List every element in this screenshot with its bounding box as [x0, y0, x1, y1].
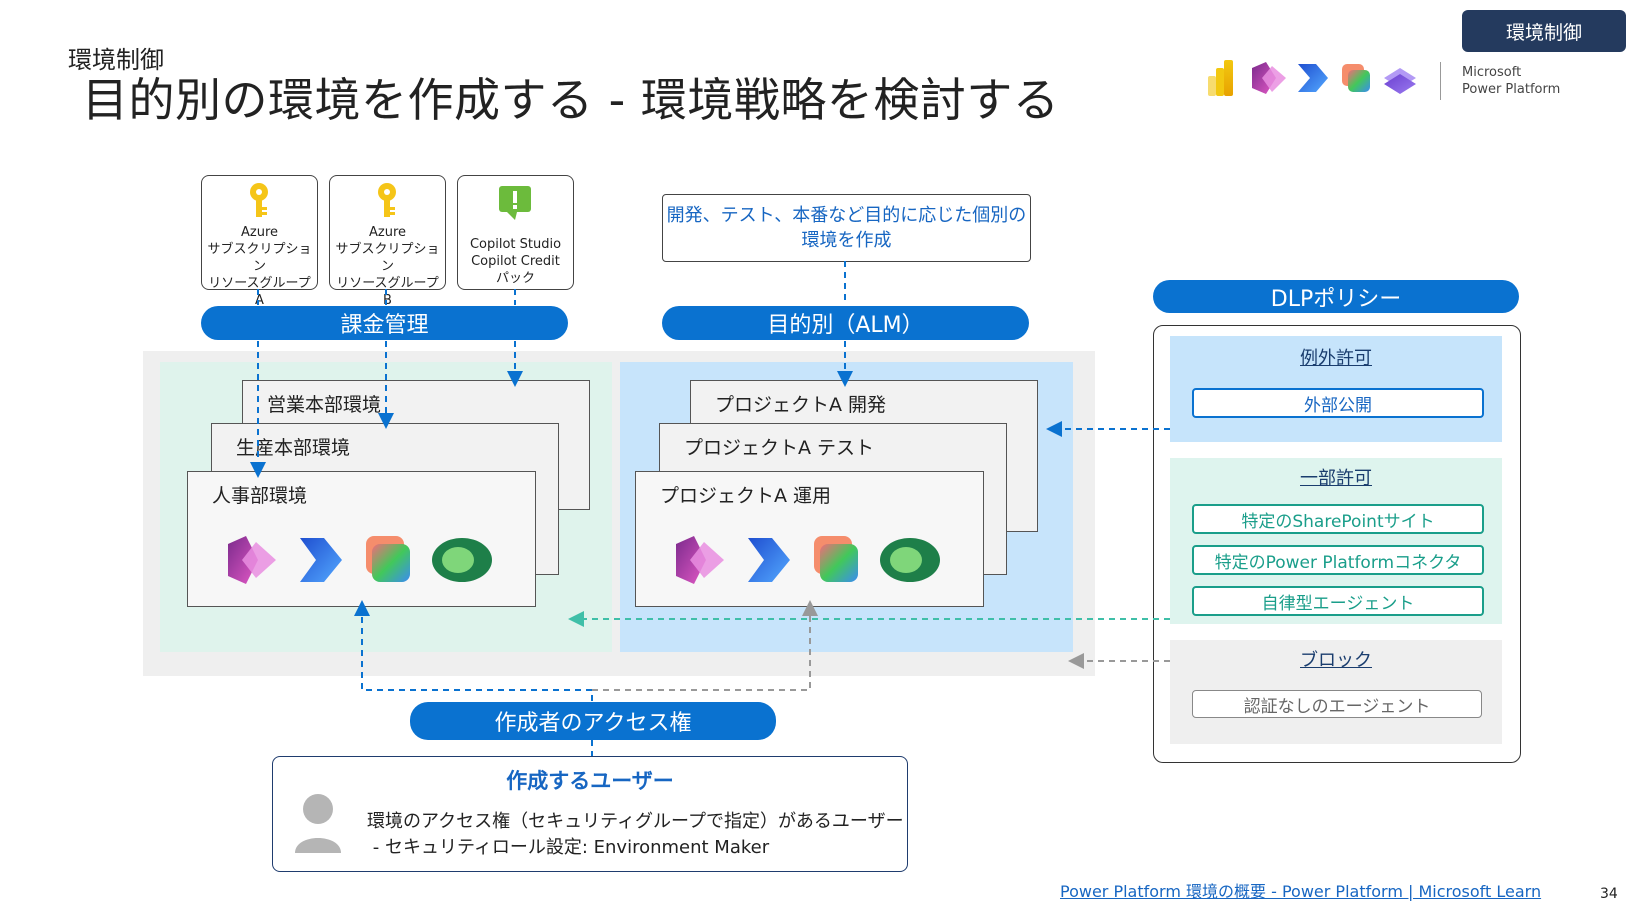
billing-card-a: Azure サブスクリプション リソースグループ A	[201, 175, 318, 308]
arrow-access-to-left	[354, 600, 593, 701]
power-apps-icon	[676, 536, 724, 584]
power-bi-icon	[1208, 60, 1233, 96]
env-card-label: 営業本部環境	[267, 394, 382, 416]
dlp-zone-label: 一部許可	[1300, 468, 1372, 489]
alm-callout-line: 開発、テスト、本番など目的に応じた個別の	[666, 205, 1027, 226]
creator-user-desc-2: - セキュリティロール設定: Environment Maker	[367, 837, 770, 858]
arrow-access-to-right	[592, 600, 818, 691]
dlp-zone-exception: 例外許可 外部公開	[1170, 336, 1502, 442]
page-subtitle: 環境制御	[68, 46, 164, 74]
env-card-label: プロジェクトA 運用	[660, 485, 832, 507]
billing-card-line: リソースグループ A	[208, 276, 311, 308]
dlp-rule-sharepoint: 特定のSharePointサイト	[1192, 504, 1484, 534]
dlp-rule-unauthenticated-agent: 認証なしのエージェント	[1192, 690, 1482, 718]
copilot-studio-icon	[366, 536, 410, 582]
dlp-zone-partial: 一部許可 特定のSharePointサイト 特定のPower Platformコ…	[1170, 458, 1502, 624]
power-automate-icon	[748, 538, 790, 582]
alert-icon	[499, 186, 531, 220]
dlp-rule-autonomous-agent: 自律型エージェント	[1192, 586, 1484, 616]
billing-card-line: Azure	[240, 225, 278, 240]
env-card-label: 生産本部環境	[236, 437, 351, 459]
user-icon	[295, 794, 341, 853]
power-automate-icon	[1298, 64, 1328, 92]
dataverse-icon	[432, 538, 492, 582]
billing-card-line: Copilot Credit	[471, 254, 560, 269]
section-badge: 環境制御	[1462, 10, 1626, 52]
billing-card-line: リソースグループ B	[336, 276, 439, 308]
dlp-zone-label: ブロック	[1300, 650, 1372, 671]
key-icon	[378, 183, 396, 217]
copilot-studio-icon	[814, 536, 858, 582]
dlp-rule-connector: 特定のPower Platformコネクタ	[1192, 545, 1484, 575]
billing-card-line: サブスクリプション	[335, 242, 440, 274]
billing-card-b: Azure サブスクリプション リソースグループ B	[329, 175, 446, 308]
page-number: 34	[1600, 886, 1618, 902]
brand-divider	[1440, 62, 1441, 100]
dlp-zone-label: 例外許可	[1300, 348, 1372, 369]
access-pill: 作成者のアクセス権	[410, 702, 776, 740]
creator-user-title: 作成するユーザー	[506, 769, 674, 793]
env-card-prod: プロジェクトA 運用	[635, 471, 984, 607]
billing-card-line: Azure	[368, 225, 406, 240]
billing-card-line: パック	[495, 271, 535, 286]
creator-user-box: 作成するユーザー 環境のアクセス権（セキュリティグループで指定）があるユーザー …	[272, 756, 908, 872]
billing-card-line: サブスクリプション	[207, 242, 312, 274]
copilot-studio-icon	[1342, 64, 1370, 92]
billing-card-line: Copilot Studio	[469, 237, 562, 252]
product-logos	[1208, 60, 1416, 96]
dataverse-icon	[880, 538, 940, 582]
page-title: 目的別の環境を作成する - 環境戦略を検討する	[82, 73, 1060, 127]
billing-pill: 課金管理	[201, 306, 568, 340]
power-apps-icon	[1252, 62, 1286, 94]
power-automate-icon	[300, 538, 342, 582]
power-pages-icon	[1384, 68, 1416, 94]
key-icon	[250, 183, 268, 217]
brand-line-1: Microsoft	[1462, 65, 1522, 80]
alm-callout-line: 環境を作成	[801, 230, 892, 251]
dlp-zone-block: ブロック 認証なしのエージェント	[1170, 640, 1502, 744]
dlp-rule-external-publish: 外部公開	[1192, 388, 1484, 418]
env-app-icons	[228, 536, 492, 584]
env-card-label: 人事部環境	[212, 485, 308, 507]
env-app-icons	[676, 536, 940, 584]
creator-user-desc-1: 環境のアクセス権（セキュリティグループで指定）があるユーザー	[367, 811, 904, 832]
brand-text: Microsoft Power Platform	[1462, 64, 1560, 98]
alm-callout: 開発、テスト、本番など目的に応じた個別の 環境を作成	[662, 194, 1031, 262]
alm-pill: 目的別（ALM）	[662, 306, 1029, 340]
dlp-pill: DLPポリシー	[1153, 280, 1519, 313]
learn-link[interactable]: Power Platform 環境の概要 - Power Platform | …	[1060, 882, 1542, 901]
brand-line-2: Power Platform	[1462, 82, 1561, 97]
power-apps-icon	[228, 536, 276, 584]
env-card-label: プロジェクトA テスト	[684, 437, 875, 459]
env-card-label: プロジェクトA 開発	[715, 394, 887, 416]
